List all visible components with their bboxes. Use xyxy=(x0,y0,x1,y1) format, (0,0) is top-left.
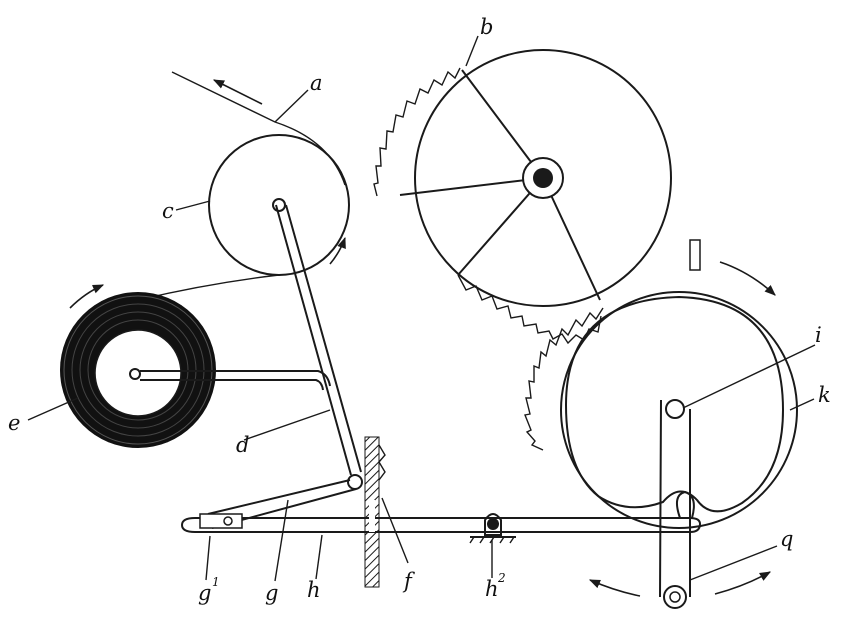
crank-q xyxy=(588,399,771,609)
label-h: h xyxy=(307,578,321,602)
label-h2: h xyxy=(485,577,499,601)
label-h2-superscript: 2 xyxy=(497,571,506,585)
pawl-link-g xyxy=(199,479,357,529)
label-k: k xyxy=(818,383,831,407)
label-g: g xyxy=(265,581,278,605)
label-i: i xyxy=(815,323,822,347)
label-d: d xyxy=(236,433,249,457)
lever-d xyxy=(140,204,363,490)
label-g1: g xyxy=(198,581,211,605)
label-g1-superscript: 1 xyxy=(212,575,220,589)
bar-h xyxy=(180,490,702,533)
label-f: f xyxy=(402,569,415,593)
leader-lines xyxy=(27,35,816,582)
ring-wheel-k xyxy=(524,239,798,529)
tape-strip-a xyxy=(171,71,346,186)
label-c: c xyxy=(162,199,174,223)
label-q: q xyxy=(780,527,793,551)
gear-wheel-b xyxy=(373,49,672,345)
frame-f xyxy=(364,436,386,588)
pivot-h2 xyxy=(469,513,516,544)
label-a: a xyxy=(310,71,323,95)
label-b: b xyxy=(480,15,493,39)
label-e: e xyxy=(8,411,20,435)
tape-roll-e xyxy=(60,284,216,448)
drum-c xyxy=(208,134,350,276)
